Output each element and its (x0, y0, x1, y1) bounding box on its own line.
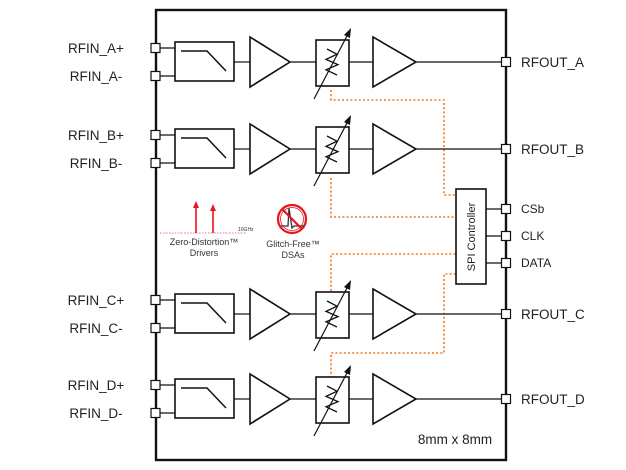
input-pin-c-neg (150, 322, 161, 334)
digital-step-attenuator (313, 365, 351, 437)
input-label: RFIN_B+ (68, 128, 124, 143)
input-pin-a-neg (150, 70, 161, 82)
output-label: RFOUT_A (521, 55, 584, 70)
lowpass-filter (174, 41, 235, 82)
spectrum-icon: 10GHz (160, 201, 254, 234)
glitch-free-label-2: DSAs (281, 250, 305, 260)
output-amplifier (372, 372, 418, 426)
spi-pin-label: CLK (521, 229, 544, 243)
digital-step-attenuator (313, 115, 351, 187)
lowpass-filter (174, 128, 235, 169)
digital-step-attenuator (313, 28, 351, 100)
driver-amplifier (249, 287, 292, 341)
zero-distortion-label-1: Zero-Distortion™ (170, 237, 239, 247)
no-glitch-icon (276, 203, 308, 235)
output-amplifier (372, 287, 418, 341)
control-bus (330, 90, 456, 378)
output-label: RFOUT_C (521, 307, 585, 322)
spi-pin-label: CSb (521, 202, 545, 216)
spi-pin-pad (500, 230, 512, 242)
glitch-free-label-1: Glitch-Free™ (266, 239, 320, 249)
control-line-b (330, 178, 456, 218)
input-pin-d-pos (150, 379, 161, 391)
driver-amplifier (249, 372, 292, 426)
svg-text:10GHz: 10GHz (238, 227, 254, 233)
input-label: RFIN_A- (70, 69, 123, 84)
output-label: RFOUT_D (521, 392, 585, 407)
channel-a: RFIN_A+ RFIN_A- RFOUT_A (68, 28, 584, 100)
spi-pin-pad (500, 257, 512, 269)
driver-amplifier (249, 122, 292, 176)
driver-amplifier (249, 35, 292, 89)
input-pin-a-pos (150, 42, 161, 54)
input-label: RFIN_D+ (68, 378, 125, 393)
input-label: RFIN_D- (69, 406, 122, 421)
input-label: RFIN_A+ (68, 41, 124, 56)
spi-pin-clk: CLK (486, 229, 544, 243)
lowpass-filter (174, 378, 235, 419)
output-pin-c (500, 308, 512, 320)
glitch-free-feature: Glitch-Free™ DSAs (266, 203, 320, 260)
spi-pin-label: DATA (521, 256, 551, 270)
output-pin-b (500, 143, 512, 155)
spi-pin-csb: CSb (486, 202, 545, 216)
output-label: RFOUT_B (521, 142, 584, 157)
zero-distortion-feature: 10GHz Zero-Distortion™ Drivers (160, 201, 254, 258)
input-pin-c-pos (150, 294, 161, 306)
zero-distortion-label-2: Drivers (190, 248, 219, 258)
output-amplifier (372, 35, 418, 89)
input-pin-b-pos (150, 129, 161, 141)
digital-step-attenuator (313, 280, 351, 352)
input-pin-d-neg (150, 407, 161, 419)
package-size-label: 8mm x 8mm (418, 432, 492, 447)
spi-controller-label: SPI Controller (466, 202, 478, 271)
spi-controller: SPI Controller (455, 188, 487, 285)
control-line-a (330, 90, 456, 196)
input-label: RFIN_C+ (68, 293, 125, 308)
channel-b: RFIN_B+ RFIN_B- RFOUT_B (68, 115, 584, 187)
input-label: RFIN_C- (69, 321, 122, 336)
input-label: RFIN_B- (70, 156, 123, 171)
output-pin-d (500, 393, 512, 405)
spi-pin-data: DATA (486, 256, 551, 270)
output-amplifier (372, 122, 418, 176)
channel-c: RFIN_C+ RFIN_C- RFOUT_C (68, 280, 585, 352)
channel-d: RFIN_D+ RFIN_D- RFOUT_D (68, 365, 585, 437)
lowpass-filter (174, 293, 235, 334)
input-pin-b-neg (150, 157, 161, 169)
output-pin-a (500, 56, 512, 68)
spi-pin-pad (500, 203, 512, 215)
